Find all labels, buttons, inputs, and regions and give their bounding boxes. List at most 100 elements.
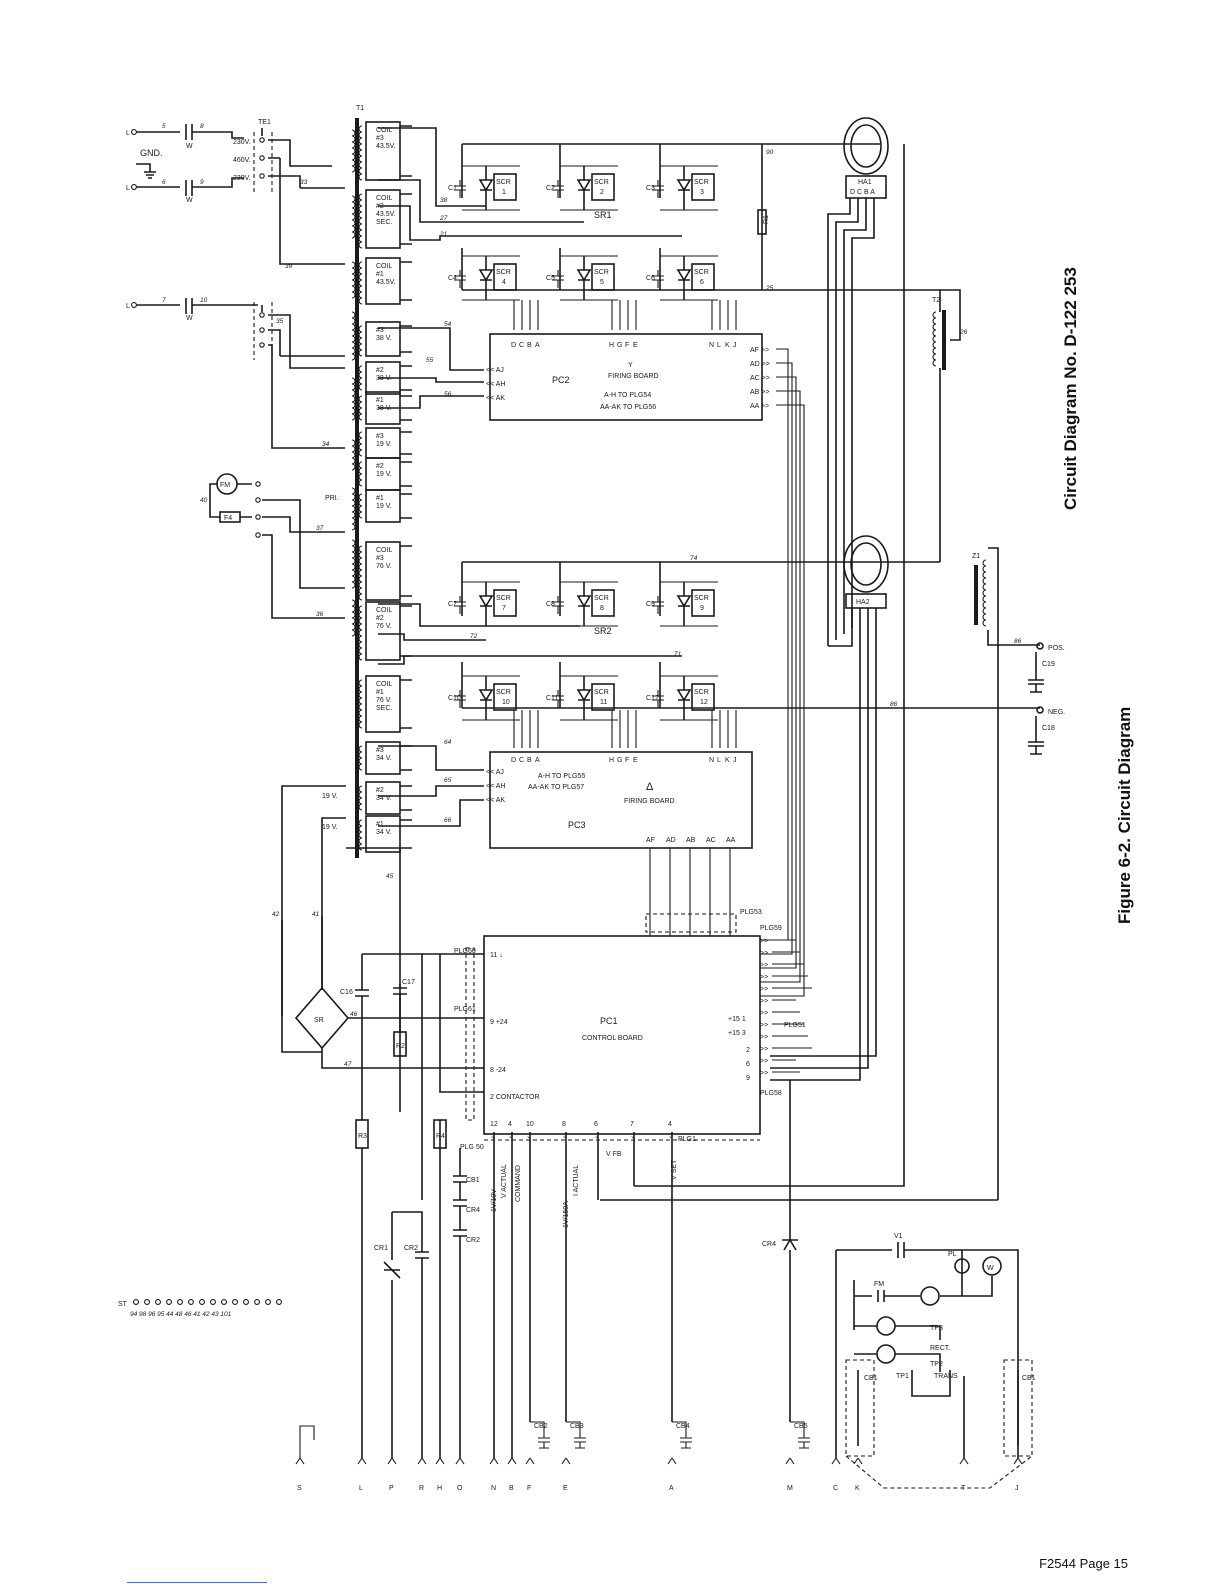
winding-label-w19_1-1: 19 V. [376,503,392,510]
pc1-control-board: PC1 CONTROL BOARD PLG60 PLG61 PLG53 PLG5… [454,909,812,1228]
pc3-left-pin-0: << AJ [486,769,504,776]
plg60-label: PLG60 [454,948,476,955]
t2-label: T2 [932,297,940,304]
pc2-right-pin-2: AC >> [750,375,770,382]
terminal-label-F: F [527,1485,531,1492]
sr2-bot-scr-leads-1 [578,676,590,720]
svg-text:74: 74 [690,555,698,562]
primary-winding-2 [351,261,356,299]
pc2-top-pin-7: E [633,342,638,349]
winding-w38_2 [358,365,363,391]
sr1-bot-cap-1 [552,270,564,288]
sr2-bot-scr-symbol-2 [676,689,692,702]
sr2-bot-bus-1 [560,675,618,721]
terminal-arrow-E [561,1457,571,1465]
svg-text:W: W [186,315,193,322]
sr2-top-scr-num-2: 9 [700,605,704,612]
sr2-top-cap-1 [552,596,564,614]
svg-text:6: 6 [162,179,166,186]
winding-leads-w38_3 [400,325,412,353]
winding-label-w34_1-0: #1 [376,821,384,828]
terminal-label-T: T [961,1485,966,1492]
sr1-bot-scr-text-0: SCR [496,269,511,276]
terminal-label-M: M [787,1485,793,1492]
pc1-rrow-6: 6 [746,1061,750,1068]
plg51-label: PLG51 [784,1022,806,1029]
v1-label: V1 [894,1233,903,1240]
v-actual-label: V ACTUAL [501,1164,508,1198]
winding-label-w19_3-0: #3 [376,433,384,440]
svg-text:D C B A: D C B A [850,189,875,196]
sr2-top-cap-2 [652,596,664,614]
pc2-left-pin-0: << AJ [486,367,504,374]
winding-c1 [358,261,363,305]
svg-text:55: 55 [426,357,434,364]
svg-text:86: 86 [890,701,898,708]
pc2-line3: AA-AK TO PLG56 [600,404,656,411]
pc3-line2: AA-AK TO PLG57 [528,784,584,791]
winding-c76_2 [358,605,363,661]
pc2-top-pin-6: F [625,342,629,349]
pc3-top-pin-8: N [709,757,714,764]
pc3-top-pin-10: K [725,757,730,764]
svg-text:54: 54 [444,321,452,328]
terminal-arrow-M [785,1457,795,1465]
svg-text:33: 33 [300,179,308,186]
winding-label-w19_2-1: 19 V. [376,471,392,478]
svg-text:10: 10 [200,297,208,304]
pc2-top-pin-4: H [609,342,614,349]
svg-text:41: 41 [312,911,320,918]
c19-label: C19 [1042,661,1055,668]
pos-terminal-label: POS. [1048,645,1065,652]
terminal-label-H: H [437,1485,442,1492]
sr1-bot-scr-leads-2 [678,256,690,300]
pc2-left-pin-2: << AK [486,395,505,402]
pc1-bottom-arrow-5: ⌄ [630,1133,636,1140]
terminal-arrow-P [387,1457,397,1465]
sr2-top-scr-text-2: SCR [694,595,709,602]
tp1-label: TP1 [896,1373,909,1380]
strip-dot-3 [166,1299,172,1305]
pc3-top-pin-1: C [519,757,524,764]
pc1-right-arrow-1: >> [760,950,768,957]
sr2-bot-cap-0 [454,690,466,708]
sr2-top-cap-0 [454,596,466,614]
strip-dot-10 [243,1299,249,1305]
winding-label-c76_1-3: SEC. [376,705,392,712]
terminal-label-R: R [419,1485,424,1492]
pc1-rrow-3: +15 3 [728,1030,746,1037]
pc3-top-pin-2: B [527,757,532,764]
pc1-right-arrow-11: >> [760,1070,768,1077]
pc1-rrow-1: +15 1 [728,1016,746,1023]
svg-text:8: 8 [200,123,204,130]
pc2-name: PC2 [552,375,570,385]
pc1-bottom-pin-3: 8 [562,1121,566,1128]
pc2-firing-board: PC2 Y FIRING BOARD A-H TO PLG54 AA-AK TO… [378,300,805,997]
svg-text:W: W [186,197,193,204]
svg-text:27: 27 [439,215,448,222]
pc2-right-lead-0 [760,348,789,941]
sr1-top-bus-1 [560,165,618,211]
winding-label-w38_1-0: #1 [376,397,384,404]
pc3-bottom-pin-4: AA [726,837,736,844]
svg-text:37: 37 [316,525,324,532]
footer-link-rule [127,1582,267,1583]
sr1-top-cap-label-0: C1 [448,185,457,192]
sr2-top-scr-text-1: SCR [594,595,609,602]
strip-dot-13 [276,1299,282,1305]
terminal-arrow-K [853,1457,863,1465]
pc1-bottom-arrow-0: ⌄ [490,1133,496,1140]
sr2-top-scr-leads-0 [480,582,492,626]
gnd-cap-label-3: CB5 [794,1423,808,1430]
pc2-top-pin-2: B [527,342,532,349]
sr1-top-scr-box-1 [591,173,615,201]
pc3-top-pin-0: D [511,757,516,764]
transformer-t1: T1 COIL#343.5V.COIL#243.5V.SEC.COIL#143.… [351,105,412,858]
strip-dot-7 [210,1299,216,1305]
tap-230v-a: 230V. [233,139,251,146]
winding-c2 [358,193,363,249]
sr1-top-scr-leads-1 [578,166,590,210]
plg58-label: PLG58 [760,1090,782,1097]
sr2-bot-scr-text-1: SCR [594,689,609,696]
svg-text:71: 71 [674,651,682,658]
